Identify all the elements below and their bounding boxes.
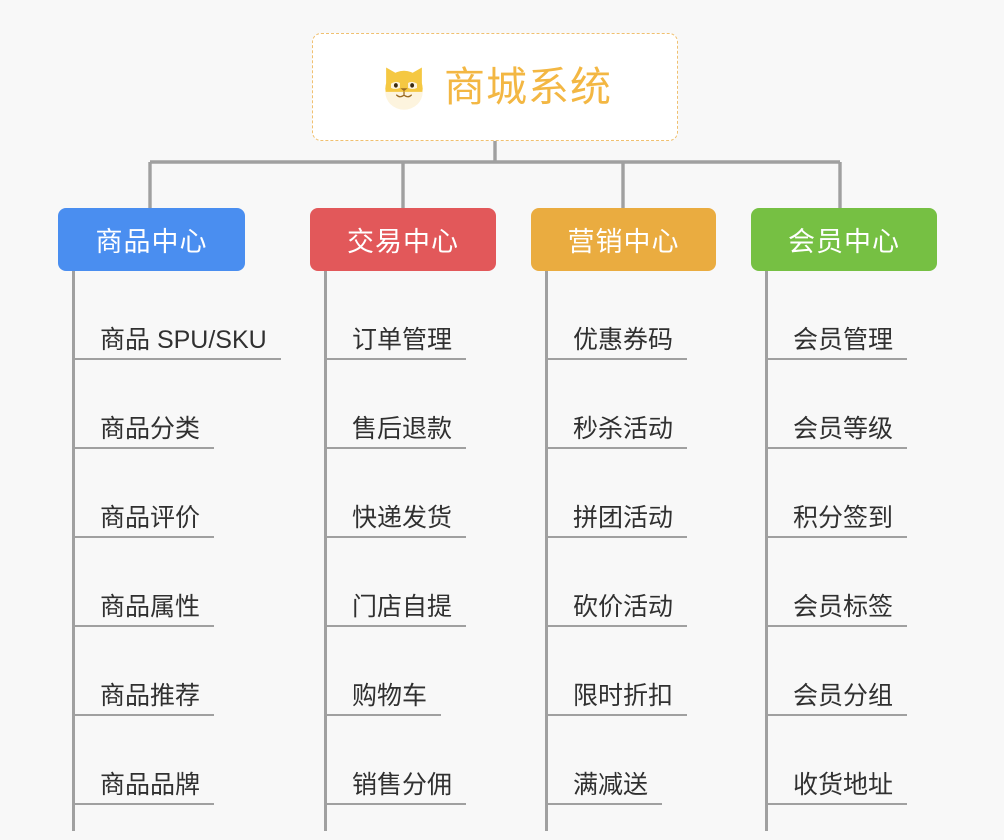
leaf-item[interactable]: 商品 SPU/SKU: [58, 271, 281, 360]
leaf-item[interactable]: 购物车: [310, 627, 496, 716]
branch-column-1: 交易中心 订单管理 售后退款 快递发货 门店自提 购物车 销售分佣: [310, 208, 496, 831]
branch-header-label: 商品中心: [95, 227, 208, 257]
branch-spine: [545, 271, 548, 831]
branch-items-3: 会员管理 会员等级 积分签到 会员标签 会员分组 收货地址: [751, 271, 937, 831]
leaf-label: 销售分佣: [324, 772, 467, 805]
root-node[interactable]: 商城系统: [312, 33, 678, 141]
leaf-item[interactable]: 商品推荐: [58, 627, 281, 716]
branch-header-2[interactable]: 营销中心: [531, 208, 716, 271]
leaf-label: 商品评价: [72, 505, 215, 538]
leaf-label: 砍价活动: [545, 594, 688, 627]
leaf-item[interactable]: 商品属性: [58, 538, 281, 627]
leaf-item[interactable]: 商品评价: [58, 449, 281, 538]
leaf-label: 购物车: [324, 683, 442, 716]
branch-header-3[interactable]: 会员中心: [751, 208, 937, 271]
branch-column-3: 会员中心 会员管理 会员等级 积分签到 会员标签 会员分组 收货地址: [751, 208, 937, 831]
leaf-item[interactable]: 秒杀活动: [531, 360, 716, 449]
branch-spine: [765, 271, 768, 831]
branch-spine: [72, 271, 75, 831]
leaf-item[interactable]: 会员管理: [751, 271, 937, 360]
leaf-label: 售后退款: [324, 416, 467, 449]
leaf-label: 满减送: [545, 772, 663, 805]
leaf-item[interactable]: 会员标签: [751, 538, 937, 627]
leaf-item[interactable]: 砍价活动: [531, 538, 716, 627]
leaf-label: 会员等级: [765, 416, 908, 449]
leaf-item[interactable]: 快递发货: [310, 449, 496, 538]
branch-header-label: 会员中心: [788, 227, 900, 257]
leaf-item[interactable]: 售后退款: [310, 360, 496, 449]
leaf-label: 商品品牌: [72, 772, 215, 805]
branch-items-1: 订单管理 售后退款 快递发货 门店自提 购物车 销售分佣: [310, 271, 496, 831]
leaf-item[interactable]: 商品品牌: [58, 716, 281, 805]
leaf-label: 门店自提: [324, 594, 467, 627]
leaf-label: 会员分组: [765, 683, 908, 716]
branch-column-2: 营销中心 优惠券码 秒杀活动 拼团活动 砍价活动 限时折扣 满减送: [531, 208, 716, 831]
leaf-label: 限时折扣: [545, 683, 688, 716]
leaf-item[interactable]: 订单管理: [310, 271, 496, 360]
leaf-item[interactable]: 商品分类: [58, 360, 281, 449]
branch-header-0[interactable]: 商品中心: [58, 208, 245, 271]
leaf-item[interactable]: 会员等级: [751, 360, 937, 449]
branch-header-label: 营销中心: [567, 227, 680, 257]
leaf-label: 会员标签: [765, 594, 908, 627]
shiba-dog-face-icon: [378, 61, 430, 113]
branch-header-label: 交易中心: [347, 227, 459, 257]
leaf-item[interactable]: 收货地址: [751, 716, 937, 805]
leaf-label: 收货地址: [765, 772, 908, 805]
leaf-item[interactable]: 积分签到: [751, 449, 937, 538]
branch-header-1[interactable]: 交易中心: [310, 208, 496, 271]
leaf-label: 优惠券码: [545, 327, 688, 360]
leaf-label: 商品 SPU/SKU: [72, 327, 281, 360]
leaf-label: 商品分类: [72, 416, 215, 449]
leaf-label: 商品属性: [72, 594, 215, 627]
leaf-label: 订单管理: [324, 327, 467, 360]
leaf-item[interactable]: 门店自提: [310, 538, 496, 627]
leaf-label: 秒杀活动: [545, 416, 688, 449]
leaf-label: 会员管理: [765, 327, 908, 360]
leaf-item[interactable]: 优惠券码: [531, 271, 716, 360]
leaf-item[interactable]: 会员分组: [751, 627, 937, 716]
leaf-item[interactable]: 拼团活动: [531, 449, 716, 538]
branch-column-0: 商品中心 商品 SPU/SKU 商品分类 商品评价 商品属性 商品推荐 商品品牌: [58, 208, 281, 831]
leaf-item[interactable]: 销售分佣: [310, 716, 496, 805]
leaf-label: 拼团活动: [545, 505, 688, 538]
leaf-label: 商品推荐: [72, 683, 215, 716]
leaf-label: 积分签到: [765, 505, 908, 538]
leaf-label: 快递发货: [324, 505, 467, 538]
leaf-item[interactable]: 满减送: [531, 716, 716, 805]
root-title: 商城系统: [444, 63, 612, 110]
branch-items-2: 优惠券码 秒杀活动 拼团活动 砍价活动 限时折扣 满减送: [531, 271, 716, 831]
branch-spine: [324, 271, 327, 831]
leaf-item[interactable]: 限时折扣: [531, 627, 716, 716]
branch-items-0: 商品 SPU/SKU 商品分类 商品评价 商品属性 商品推荐 商品品牌: [58, 271, 281, 831]
